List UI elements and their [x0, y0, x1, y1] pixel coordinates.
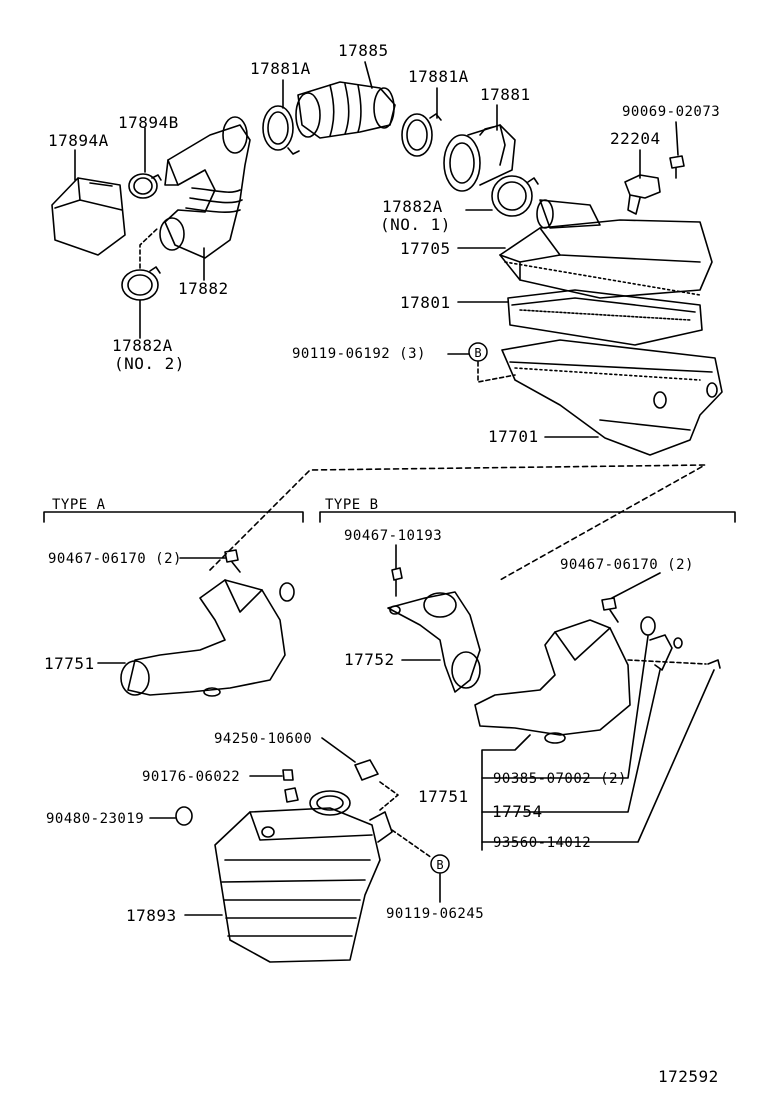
- dash-line-90119-06245: [391, 829, 433, 859]
- screw-type-b-drawing: [601, 597, 619, 623]
- dash-line-94250: [379, 781, 399, 811]
- label-17894b: 17894B: [118, 113, 179, 132]
- label-17882a-no1-sub: (NO. 1): [380, 215, 451, 234]
- dash-line-type-b-bracket: [627, 659, 707, 665]
- leader-17754: [481, 669, 661, 813]
- callout-b-lower: B: [430, 854, 450, 874]
- label-90119-06192: 90119-06192 (3): [292, 346, 426, 362]
- label-22204: 22204: [610, 129, 661, 148]
- label-93560-14012: 93560-14012: [493, 835, 592, 851]
- section-type-a: TYPE A: [52, 497, 106, 513]
- label-17882a-no1: 17882A: [382, 197, 443, 216]
- bolt-90176-drawing: [282, 769, 294, 781]
- clamp-17882a-no2-drawing: [121, 266, 161, 301]
- label-17882a-no2: 17882A: [112, 336, 173, 355]
- label-90467-06170-type-b: 90467-06170 (2): [560, 557, 694, 573]
- sensor-22204-drawing: [624, 174, 661, 215]
- label-17894a: 17894A: [48, 131, 109, 150]
- label-90467-06170-type-a: 90467-06170 (2): [48, 551, 182, 567]
- label-17881a-left: 17881A: [250, 59, 311, 78]
- label-17881a-right: 17881A: [408, 67, 469, 86]
- grommet-90480-drawing: [175, 806, 193, 826]
- resonator-17894a-drawing: [51, 177, 126, 256]
- connector-17881-drawing: [443, 124, 516, 192]
- clip-94250-drawing: [354, 759, 379, 781]
- screw-90069-drawing: [669, 155, 685, 179]
- label-17705: 17705: [400, 239, 451, 258]
- label-17885: 17885: [338, 41, 389, 60]
- air-cleaner-case-17701-drawing: [501, 339, 723, 456]
- diagram-number: 172592: [658, 1067, 719, 1086]
- label-94250-10600: 94250-10600: [214, 731, 313, 747]
- screw-90467-10193-drawing: [391, 567, 403, 597]
- label-90480-23019: 90480-23019: [46, 811, 145, 827]
- leader-93560: [481, 669, 715, 843]
- clamp-17882a-no1-drawing: [491, 175, 539, 217]
- bracket-17752-drawing: [387, 591, 481, 693]
- section-type-b: TYPE B: [325, 497, 379, 513]
- label-17893: 17893: [126, 906, 177, 925]
- leader-90385: [481, 635, 649, 779]
- label-90119-06245: 90119-06245: [386, 906, 485, 922]
- clamp-17881a-left-drawing: [262, 105, 300, 155]
- label-17701: 17701: [488, 427, 539, 446]
- label-90385-07002: 90385-07002 (2): [493, 771, 627, 787]
- hose-17882-drawing: [159, 116, 251, 259]
- label-90467-10193: 90467-10193: [344, 528, 443, 544]
- label-17754: 17754: [492, 802, 543, 821]
- label-90176-06022: 90176-06022: [142, 769, 241, 785]
- label-17752: 17752: [344, 650, 395, 669]
- label-17751-type-b: 17751: [418, 787, 469, 806]
- clamp-17894b-drawing: [128, 173, 162, 199]
- label-17882a-no2-sub: (NO. 2): [114, 354, 185, 373]
- hose-17885-drawing: [295, 81, 396, 139]
- type-b-bracket: [319, 511, 736, 523]
- leader-17751-b: [481, 734, 531, 851]
- callout-b-upper: B: [468, 342, 488, 362]
- filter-element-17801-drawing: [507, 289, 703, 346]
- label-90069-02073: 90069-02073: [622, 104, 721, 120]
- screw-type-a-drawing: [224, 549, 241, 573]
- leader-dash-17882: [139, 227, 159, 269]
- type-a-bracket: [43, 511, 304, 523]
- resonator-17893-drawing: [214, 787, 393, 963]
- grommet-90385-drawing: [640, 616, 656, 636]
- duct-17751-type-b-drawing: [474, 619, 631, 744]
- bracket-17754-drawing: [649, 634, 683, 671]
- clamp-17881a-right-drawing: [401, 113, 442, 157]
- label-17801: 17801: [400, 293, 451, 312]
- callout-b-lower-text: B: [436, 858, 443, 872]
- screw-93560-drawing: [707, 659, 721, 669]
- label-17751-type-a: 17751: [44, 654, 95, 673]
- label-17882: 17882: [178, 279, 229, 298]
- callout-b-upper-text: B: [474, 346, 481, 360]
- duct-17751-type-a-drawing: [120, 579, 295, 697]
- air-cleaner-cap-17705-drawing: [499, 199, 713, 299]
- label-17881: 17881: [480, 85, 531, 104]
